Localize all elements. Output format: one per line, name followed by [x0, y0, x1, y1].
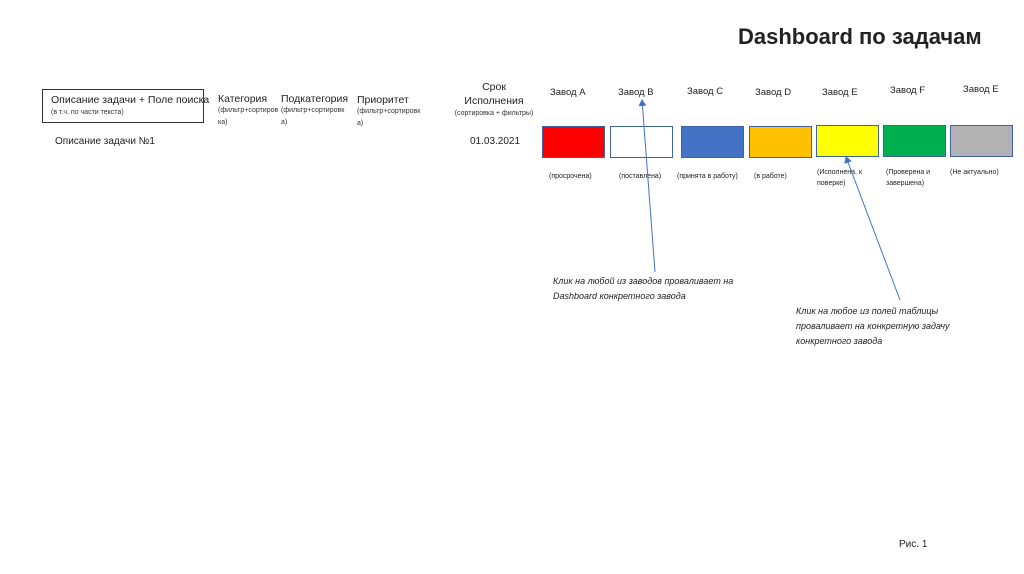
- status-swatch-not-relevant[interactable]: [950, 125, 1013, 157]
- note-factory-click: Клик на любой из заводов проваливает на …: [553, 276, 734, 301]
- column-header-deadline[interactable]: Срок Исполнения (сортировка + фильтры): [440, 80, 548, 120]
- arrow-to-status-cells: [844, 156, 901, 301]
- status-swatch-in-progress[interactable]: [749, 126, 812, 158]
- status-label-not-relevant: (Не актуально): [950, 169, 999, 176]
- subcategory-label: Подкатегория: [281, 93, 349, 105]
- note-cell-click: Клик на любое из полей таблицы провалива…: [796, 306, 950, 346]
- status-label-verified: (Проверена и завершена): [886, 169, 931, 187]
- search-field[interactable]: Описание задачи + Поле поиска (в т.ч. по…: [42, 89, 210, 123]
- status-swatch-overdue[interactable]: [542, 126, 605, 158]
- factory-label-a[interactable]: Завод А: [550, 87, 586, 98]
- deadline-hint: (сортировка + фильтры): [454, 110, 534, 117]
- factory-label-d[interactable]: Завод D: [755, 87, 792, 98]
- subcategory-hint: (фильтр+сортировка): [281, 107, 345, 126]
- status-label-overdue: (просрочена): [549, 173, 592, 180]
- status-label-assigned: (поставлена): [619, 173, 662, 180]
- column-header-category[interactable]: Категория (фильтр+сортировка): [218, 93, 280, 129]
- category-hint: (фильтр+сортировка): [218, 107, 279, 126]
- deadline-label-line2: Исполнения: [464, 95, 524, 107]
- priority-hint: (фильтр+сортировка): [357, 108, 421, 127]
- factory-label-e[interactable]: Завод Е: [822, 87, 858, 98]
- factory-label-e2[interactable]: Завод Е: [963, 84, 999, 95]
- task-description-cell[interactable]: Описание задачи №1: [55, 136, 155, 147]
- status-label-accepted: (принята в работу): [677, 173, 738, 180]
- status-label-done-for-review: (Исполнена, к поверке): [817, 169, 862, 187]
- search-label: Описание задачи + Поле поиска: [51, 94, 210, 106]
- arrow-to-factory-labels: [638, 99, 656, 273]
- factory-label-b[interactable]: Завод В: [618, 87, 654, 98]
- status-swatch-assigned[interactable]: [610, 126, 673, 158]
- page-title: Dashboard по задачам: [738, 24, 982, 49]
- status-label-in-progress: (в работе): [754, 173, 787, 180]
- deadline-label-line1: Срок: [482, 81, 506, 93]
- search-hint: (в т.ч. по части текста): [51, 109, 124, 116]
- column-header-priority[interactable]: Приоритет (фильтр+сортировка): [357, 94, 423, 130]
- category-label: Категория: [218, 93, 268, 105]
- priority-label: Приоритет: [357, 94, 409, 106]
- figure-caption: Рис. 1: [899, 539, 928, 550]
- factory-label-c[interactable]: Завод С: [687, 86, 724, 97]
- column-header-subcategory[interactable]: Подкатегория (фильтр+сортировка): [281, 93, 349, 129]
- status-swatch-accepted[interactable]: [681, 126, 744, 158]
- task-deadline-cell[interactable]: 01.03.2021: [470, 136, 521, 147]
- factory-label-f[interactable]: Завод F: [890, 85, 926, 96]
- status-swatch-verified[interactable]: [883, 125, 946, 157]
